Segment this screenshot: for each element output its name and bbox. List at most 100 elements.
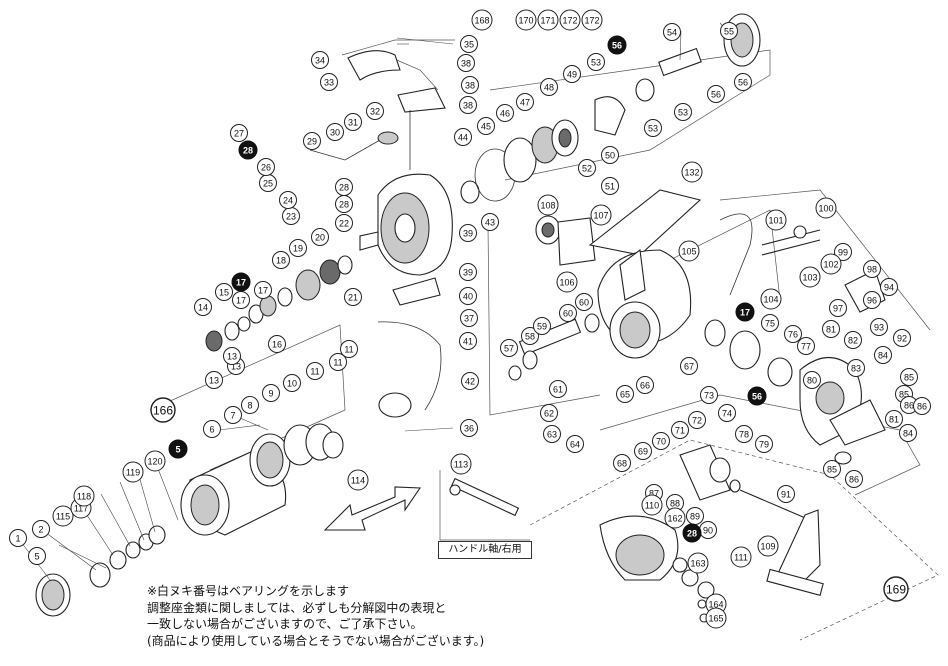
part-number-callout: 56	[734, 73, 752, 91]
part-number-callout: 115	[52, 505, 74, 527]
part-number-callout: 74	[718, 404, 736, 422]
svg-text:83: 83	[851, 364, 861, 374]
svg-text:47: 47	[520, 98, 530, 108]
part-number-callout: 60	[575, 293, 593, 311]
part-number-callout: 38	[459, 96, 477, 114]
svg-text:110: 110	[645, 501, 659, 511]
svg-text:99: 99	[838, 248, 848, 258]
svg-text:70: 70	[656, 437, 666, 447]
svg-text:81: 81	[889, 415, 899, 425]
svg-text:43: 43	[485, 218, 495, 228]
svg-text:11: 11	[333, 358, 342, 368]
part-number-callout: 28	[335, 195, 353, 213]
part-number-callout: 86	[845, 470, 863, 488]
pinion-gear	[508, 313, 793, 387]
part-number-callout: 18	[272, 251, 290, 269]
part-number-callout: 2	[32, 520, 50, 538]
part-number-callout: 59	[533, 317, 551, 335]
part-number-callout: 82	[844, 331, 862, 349]
part-number-callout: 119	[122, 461, 144, 483]
part-number-callout: 54	[663, 23, 681, 41]
part-number-callout: 53	[587, 53, 605, 71]
part-number-callout: 73	[700, 386, 718, 404]
part-number-callout: 84	[899, 424, 917, 442]
svg-text:56: 56	[711, 90, 721, 100]
part-number-callout: 70	[652, 432, 670, 450]
part-number-callout: 11	[340, 340, 358, 358]
svg-text:52: 52	[582, 164, 592, 174]
svg-text:23: 23	[286, 212, 296, 222]
part-number-callout: 34	[311, 51, 329, 69]
svg-text:65: 65	[620, 390, 630, 400]
part-number-callout: 90	[699, 521, 717, 539]
part-number-callout: 57	[500, 339, 518, 357]
svg-text:90: 90	[703, 526, 713, 536]
svg-text:165: 165	[708, 614, 723, 624]
svg-text:169: 169	[886, 583, 906, 597]
part-number-callout: 65	[616, 385, 634, 403]
svg-text:18: 18	[276, 256, 286, 266]
svg-text:117: 117	[74, 504, 88, 514]
part-number-callout: 75	[761, 314, 779, 332]
part-number-callout: 51	[601, 177, 619, 195]
part-number-callout: 92	[893, 329, 911, 347]
svg-text:37: 37	[464, 314, 474, 324]
part-number-callout: 118	[73, 485, 95, 507]
part-number-callout: 69	[634, 442, 652, 460]
svg-text:11: 11	[310, 367, 319, 377]
part-number-callout: 40	[459, 287, 477, 305]
part-number-callout: 120	[144, 450, 166, 472]
svg-text:21: 21	[348, 293, 358, 303]
svg-text:164: 164	[708, 600, 723, 610]
part-number-callout: 103	[799, 266, 821, 288]
part-number-callout: 53	[674, 103, 692, 121]
part-number-callout: 89	[686, 507, 704, 525]
svg-text:14: 14	[198, 303, 208, 313]
svg-text:31: 31	[348, 118, 358, 128]
svg-text:40: 40	[463, 292, 473, 302]
part-number-callout: 52	[578, 159, 596, 177]
part-number-callout: 61	[549, 380, 567, 398]
part-number-callout: 33	[320, 73, 338, 91]
svg-text:48: 48	[544, 83, 554, 93]
part-number-callout: 16	[268, 335, 286, 353]
svg-text:102: 102	[823, 260, 838, 270]
svg-text:26: 26	[261, 163, 271, 173]
part-number-callout: 13	[223, 347, 241, 365]
part-number-callout: 76	[784, 325, 802, 343]
bearing-callout: 56	[747, 386, 767, 406]
svg-text:76: 76	[788, 330, 798, 340]
svg-text:120: 120	[147, 457, 162, 467]
svg-text:46: 46	[500, 109, 510, 119]
svg-text:109: 109	[760, 542, 775, 552]
part-number-callout: 107	[590, 204, 612, 226]
part-number-callout: 113	[450, 453, 472, 475]
svg-text:2: 2	[38, 525, 43, 535]
svg-text:94: 94	[884, 283, 894, 293]
handle-assembly	[599, 444, 824, 623]
svg-text:162: 162	[667, 514, 682, 524]
svg-text:171: 171	[540, 16, 555, 26]
svg-text:108: 108	[540, 201, 555, 211]
part-number-callout: 86	[913, 397, 931, 415]
svg-text:16: 16	[272, 340, 282, 350]
part-number-callout: 64	[566, 435, 584, 453]
group-callout: 166	[150, 397, 176, 423]
svg-text:29: 29	[307, 137, 317, 147]
svg-text:19: 19	[293, 244, 303, 254]
part-number-callout: 41	[459, 332, 477, 350]
svg-text:49: 49	[567, 70, 577, 80]
side-cover	[793, 225, 886, 465]
svg-text:27: 27	[234, 129, 244, 139]
part-number-callout: 48	[540, 78, 558, 96]
part-number-callout: 110	[641, 494, 663, 516]
svg-text:75: 75	[765, 319, 775, 329]
part-number-callout: 99	[834, 243, 852, 261]
part-number-callout: 66	[636, 376, 654, 394]
part-number-callout: 132	[681, 161, 703, 183]
svg-text:38: 38	[461, 59, 471, 69]
svg-text:38: 38	[463, 101, 473, 111]
svg-text:82: 82	[848, 336, 858, 346]
svg-text:17: 17	[236, 296, 246, 306]
svg-text:163: 163	[690, 559, 705, 569]
